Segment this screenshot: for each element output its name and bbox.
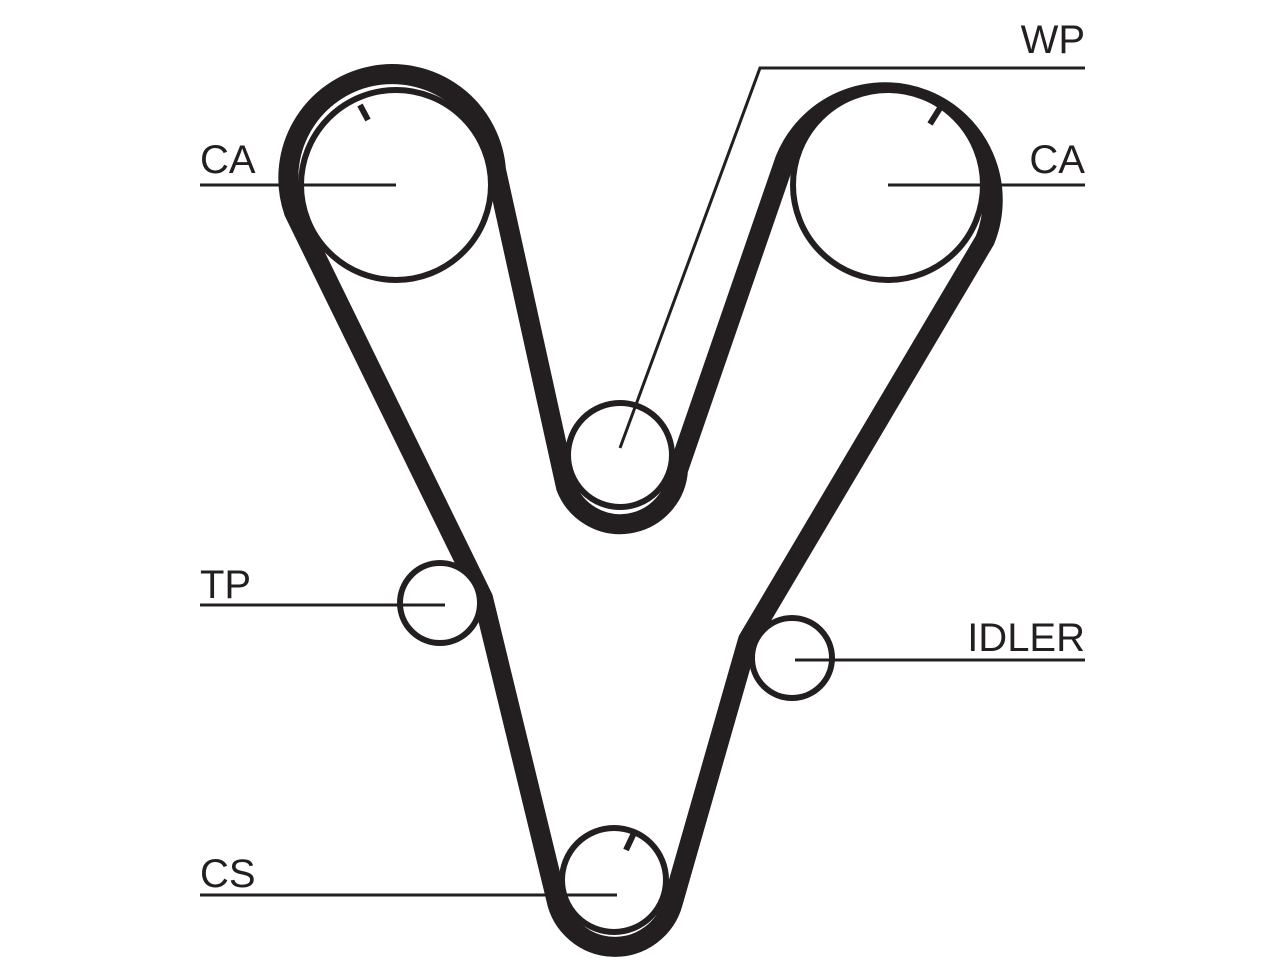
label-tensioner: TP <box>200 563 251 607</box>
label-camshaft-right: CA <box>1029 138 1085 182</box>
label-camshaft-left: CA <box>200 138 256 182</box>
label-idler: IDLER <box>967 616 1085 660</box>
timing-belt <box>278 64 1003 957</box>
idler-pulley <box>749 615 835 701</box>
tensioner-pulley <box>397 560 483 646</box>
label-crankshaft: CS <box>200 852 256 896</box>
crankshaft-pulley <box>559 825 669 935</box>
leader-line-water-pump <box>618 66 1085 449</box>
label-water-pump: WP <box>1021 18 1085 62</box>
water-pump-pulley <box>565 400 675 510</box>
